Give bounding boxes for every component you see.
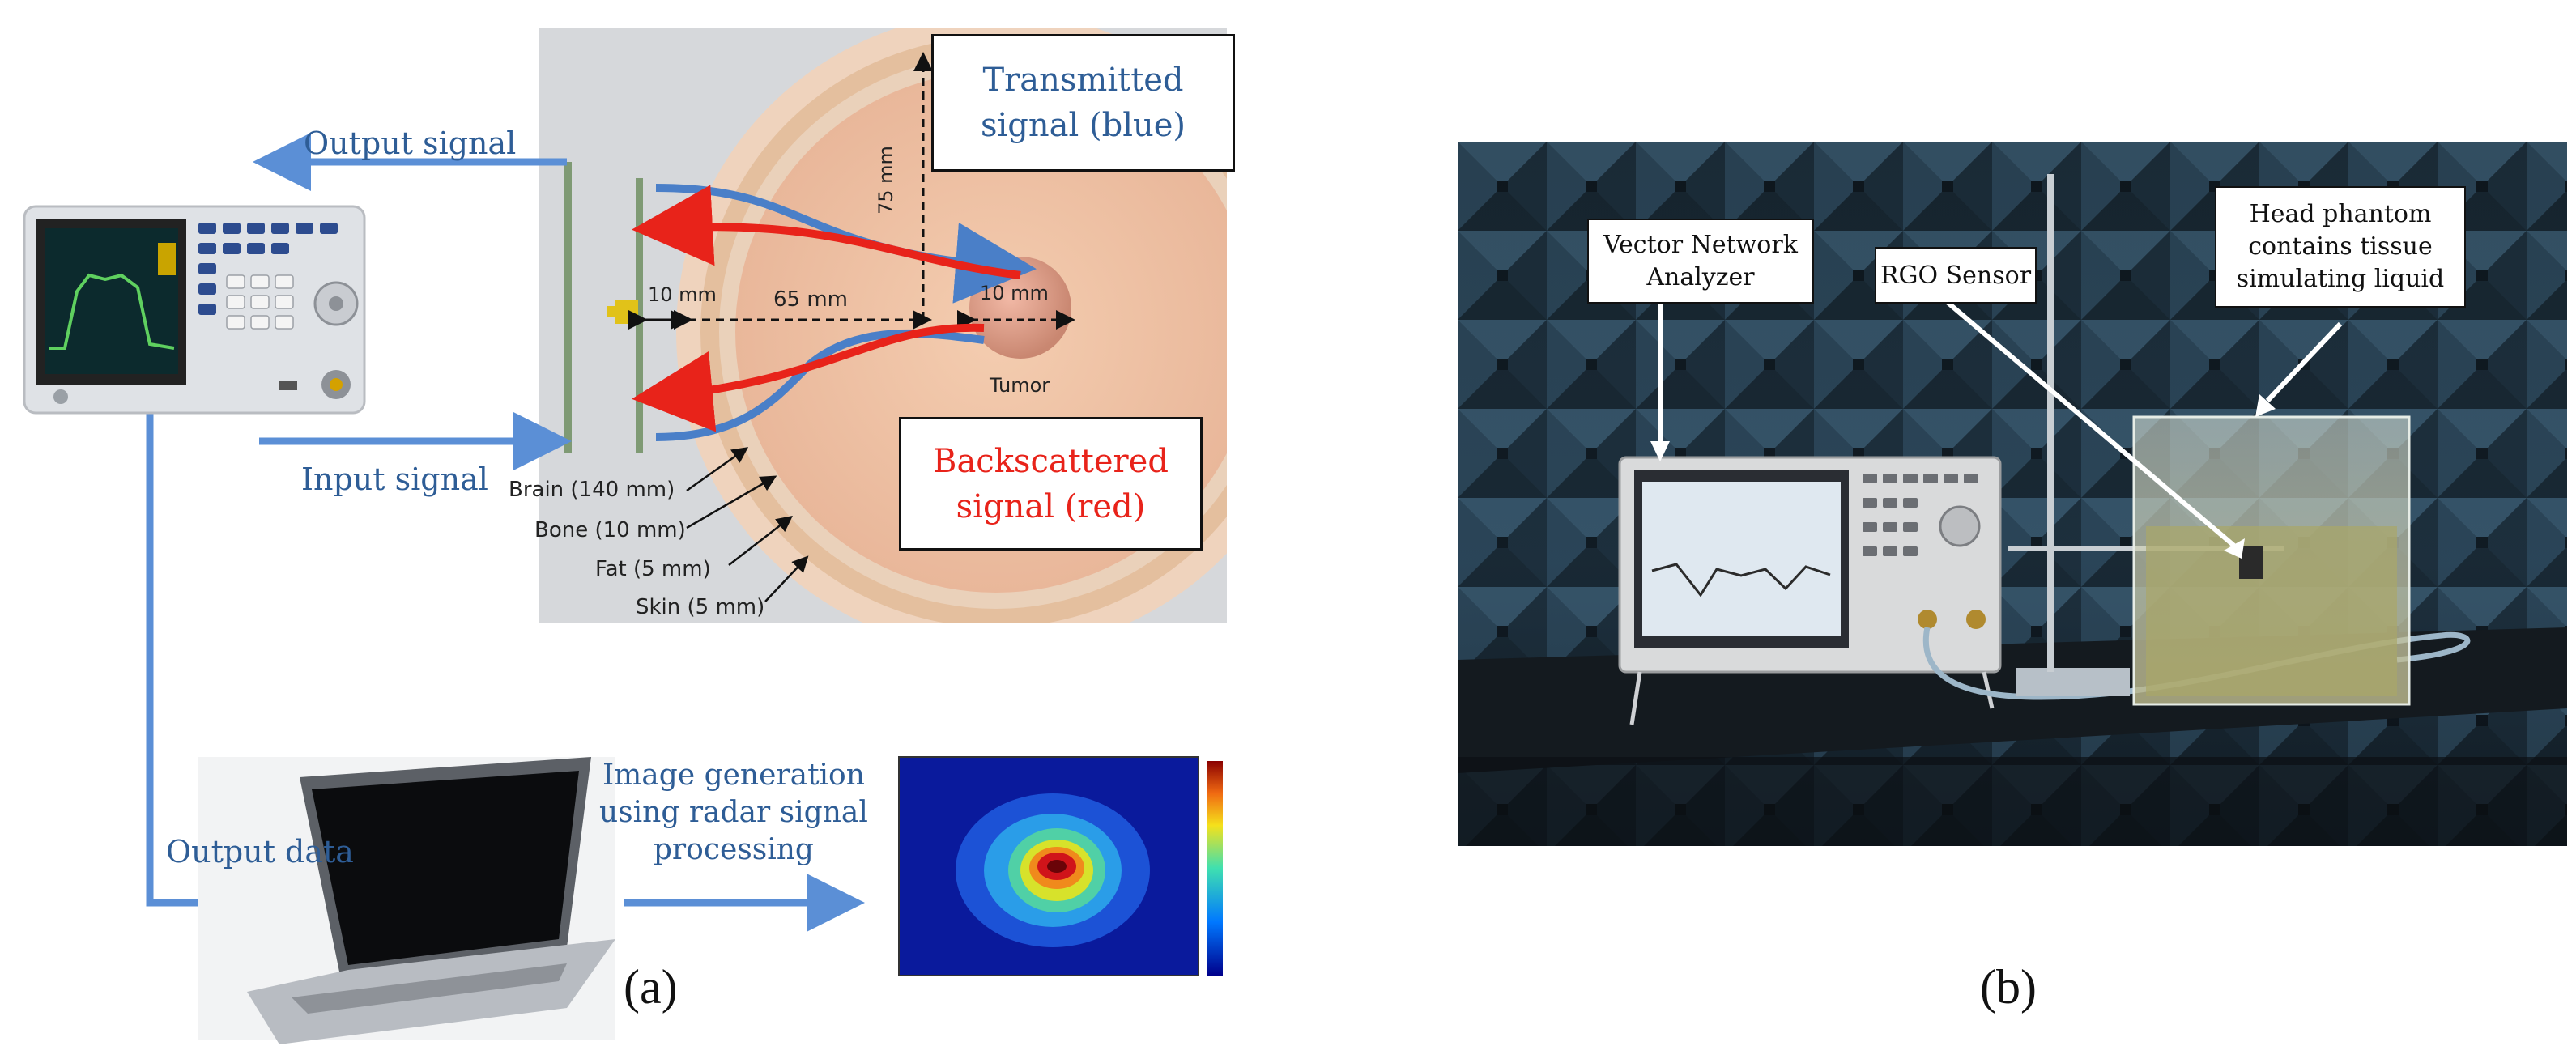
layer-label-skin: Skin (5 mm) [636,595,765,619]
backscattered-signal-box: Backscattered signal (red) [899,417,1203,551]
vector-network-analyzer [1618,456,2002,725]
layer-label-bone: Bone (10 mm) [534,518,686,542]
antenna-feed [615,300,638,324]
caption-a: (a) [624,960,678,1014]
input-signal-label: Input signal [301,461,488,497]
image-generation-label: Image generation using radar signal proc… [599,759,868,866]
dimension-label: 65 mm [773,287,849,312]
tumor-label: Tumor [990,374,1050,397]
head-phantom-label-box: Head phantom contains tissue simulating … [2215,186,2466,308]
dimension-label: 10 mm [980,282,1049,304]
output-signal-label: Output signal [304,125,517,161]
dimension-label: 75 mm [875,146,897,215]
layer-label-brain: Brain (140 mm) [509,478,675,502]
output-data-label: Output data [166,834,354,870]
rgo-sensor-label-box: RGO Sensor [1875,247,2037,304]
panel-a: Output signal Input signal Output data I… [0,0,1263,1063]
spectrum-analyzer [23,205,366,415]
layer-label-fat: Fat (5 mm) [595,557,711,581]
reflector-plate [564,162,572,453]
panel-b: Vector Network Analyzer RGO Sensor Head … [1458,142,2567,846]
caption-b: (b) [1980,960,2037,1014]
vna-label-box: Vector Network Analyzer [1587,219,1814,304]
dimension-label: 10 mm [648,283,717,306]
reconstructed-image [898,756,1223,976]
laptop [198,757,615,1044]
transmitted-signal-box: Transmitted signal (blue) [931,34,1235,172]
head-phantom-tank [2132,415,2411,706]
